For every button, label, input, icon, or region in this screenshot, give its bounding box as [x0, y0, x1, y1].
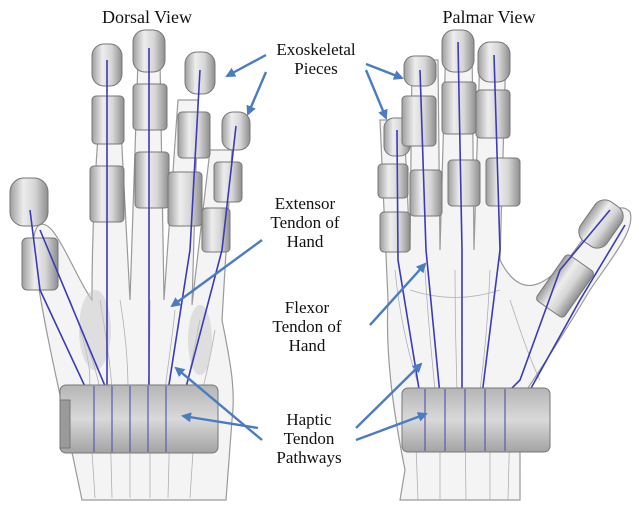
label-extensor-tendon: Extensor Tendon of Hand: [250, 194, 360, 251]
label-flexor-line-1: Flexor: [252, 298, 362, 317]
palmar-view-title: Palmar View: [424, 8, 554, 27]
palmar-wrist-band: [402, 388, 550, 452]
label-haptic-line-3: Pathways: [254, 448, 364, 467]
label-extensor-line-3: Hand: [250, 232, 360, 251]
label-haptic-line-1: Haptic: [254, 410, 364, 429]
dorsal-hand: [10, 30, 250, 500]
label-flexor-tendon: Flexor Tendon of Hand: [252, 298, 362, 355]
dorsal-view-title: Dorsal View: [82, 8, 212, 27]
label-exoskeletal-line-1: Exoskeletal: [256, 40, 376, 59]
label-haptic-line-2: Tendon: [254, 429, 364, 448]
label-flexor-line-2: Tendon of: [252, 317, 362, 336]
label-flexor-line-3: Hand: [252, 336, 362, 355]
palmar-hand: [378, 30, 631, 500]
label-haptic-tendon-pathways: Haptic Tendon Pathways: [254, 410, 364, 467]
label-exoskeletal-line-2: Pieces: [256, 59, 376, 78]
arrow-exo-dorsal-2: [248, 72, 266, 114]
label-extensor-line-1: Extensor: [250, 194, 360, 213]
label-exoskeletal-pieces: Exoskeletal Pieces: [256, 40, 376, 78]
label-extensor-line-2: Tendon of: [250, 213, 360, 232]
